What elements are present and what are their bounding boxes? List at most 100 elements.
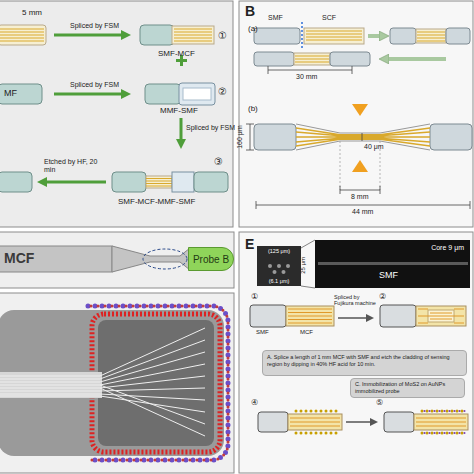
panel-b-part: [294, 53, 330, 65]
callout-number: ②: [379, 292, 386, 301]
panel-d-part: [0, 310, 224, 456]
dimension-label: 44 mm: [352, 208, 373, 216]
panel-a-part: [145, 84, 181, 104]
panel-e: [239, 232, 473, 473]
panel-c-part: [112, 246, 190, 272]
part-name: SMF-MCF: [158, 49, 195, 58]
smf-image: Core 9 μmSMF: [315, 240, 470, 288]
panel-b-part: [352, 104, 368, 116]
part-name: MCF: [300, 329, 313, 336]
panel-e-part: [425, 411, 467, 433]
panel-e-part: [296, 411, 340, 433]
panel-a-part: [0, 1, 233, 227]
panel-b-part: [390, 28, 416, 44]
part-name: MMF-SMF: [160, 106, 198, 115]
subpanel-label: (b): [248, 104, 258, 113]
callout-number: ①: [218, 30, 227, 42]
callout-number: ①: [251, 292, 258, 301]
part-name: SCF: [322, 14, 336, 22]
panel-b-part: [330, 52, 370, 66]
panel-a-part: [0, 84, 42, 104]
step-label: Spliced by Fujikura machine: [334, 294, 378, 307]
panel-e-part: [418, 309, 464, 323]
panel-e-part: [384, 412, 414, 432]
panel-b-part: [384, 57, 446, 61]
panel-b-part: [368, 34, 384, 38]
panel-e-part: [250, 305, 286, 327]
panel-a-part: [183, 88, 211, 100]
subpanel-label: (a): [248, 24, 258, 33]
dimension-label: 25 μm: [300, 257, 307, 274]
step-label: Spliced by FSM: [70, 22, 119, 30]
panel-b-part: [256, 201, 470, 209]
dimension-label: 30 mm: [296, 73, 317, 81]
panel-a-part: [174, 29, 212, 41]
panel-b-part: [340, 186, 380, 194]
panel-b-part: [304, 28, 364, 44]
panel-b-part: [295, 56, 329, 62]
panel-b-part: [306, 31, 362, 40]
panel-a-part: [179, 83, 215, 105]
panel-a-part: [42, 181, 106, 184]
diameter-label: (6.1 μm): [269, 278, 290, 284]
panel-b-part: [268, 66, 352, 74]
panel-b-part: [254, 52, 294, 66]
panel-b-part: [417, 32, 445, 41]
panel-c-part: [0, 246, 112, 272]
callout-number: ④: [251, 398, 258, 407]
part-name: SMF-MCF-MMF-SMF: [118, 197, 195, 206]
panel-d-part: [98, 320, 214, 446]
panel-b-part: [254, 124, 296, 150]
fiber-label: SMF: [379, 270, 398, 280]
panel-e-part: [288, 309, 332, 323]
panel-b-part: [254, 28, 300, 44]
panel-a-part: [112, 172, 146, 192]
step-text: A. Splice a length of 1 mm MCF with SMF …: [267, 354, 462, 368]
panel-a-part: [54, 34, 126, 37]
part-name: MF: [4, 88, 17, 98]
panel-c-part: [143, 249, 187, 269]
panel-a-part: [0, 25, 46, 45]
panel-b-part: [239, 1, 473, 227]
part-name: SMF: [256, 329, 269, 336]
panel-b-part: [446, 28, 470, 44]
panel-b-part: [430, 124, 472, 150]
panel-e-part: [416, 306, 466, 326]
part-name: SMF: [268, 14, 283, 22]
panel-e-part: [416, 418, 466, 426]
panel-b-part: [416, 29, 446, 43]
panel-a: [0, 1, 233, 227]
panel-c: [0, 232, 234, 288]
panel-b-part: [296, 128, 430, 146]
panel-e-part: [286, 306, 334, 326]
panel-e-part: [380, 305, 416, 327]
panel-e-part: [239, 232, 473, 473]
step-label: Spliced by FSM: [186, 124, 235, 132]
diameter-label: (125 μm): [268, 248, 290, 254]
panel-d-part: [0, 328, 205, 436]
panel-a-part: [54, 93, 126, 96]
panel-letter: B: [245, 3, 255, 19]
panel-a-part: [140, 25, 174, 45]
panel-b-part: [301, 22, 303, 50]
dimension-label: 40 μm: [364, 143, 384, 151]
probe-tip: Probe B: [188, 247, 234, 271]
panel-a-part: [180, 118, 183, 144]
callout-number: ②: [218, 86, 227, 98]
step-label: Spliced by FSM: [70, 81, 119, 89]
panel-d: [0, 293, 234, 473]
step-text: C. Immobilization of MoS2 on AuNPs immob…: [355, 381, 460, 395]
panel-e-part: [346, 421, 374, 423]
panel-c-part: [0, 232, 234, 288]
callout-number: ③: [214, 156, 223, 168]
panel-b-part: [352, 160, 368, 172]
panel-a-part: [146, 179, 172, 187]
panel-d-part: [0, 293, 234, 473]
part-name: MCF: [4, 250, 34, 266]
panel-a-part: [146, 176, 172, 188]
panel-b-part: [296, 124, 430, 150]
